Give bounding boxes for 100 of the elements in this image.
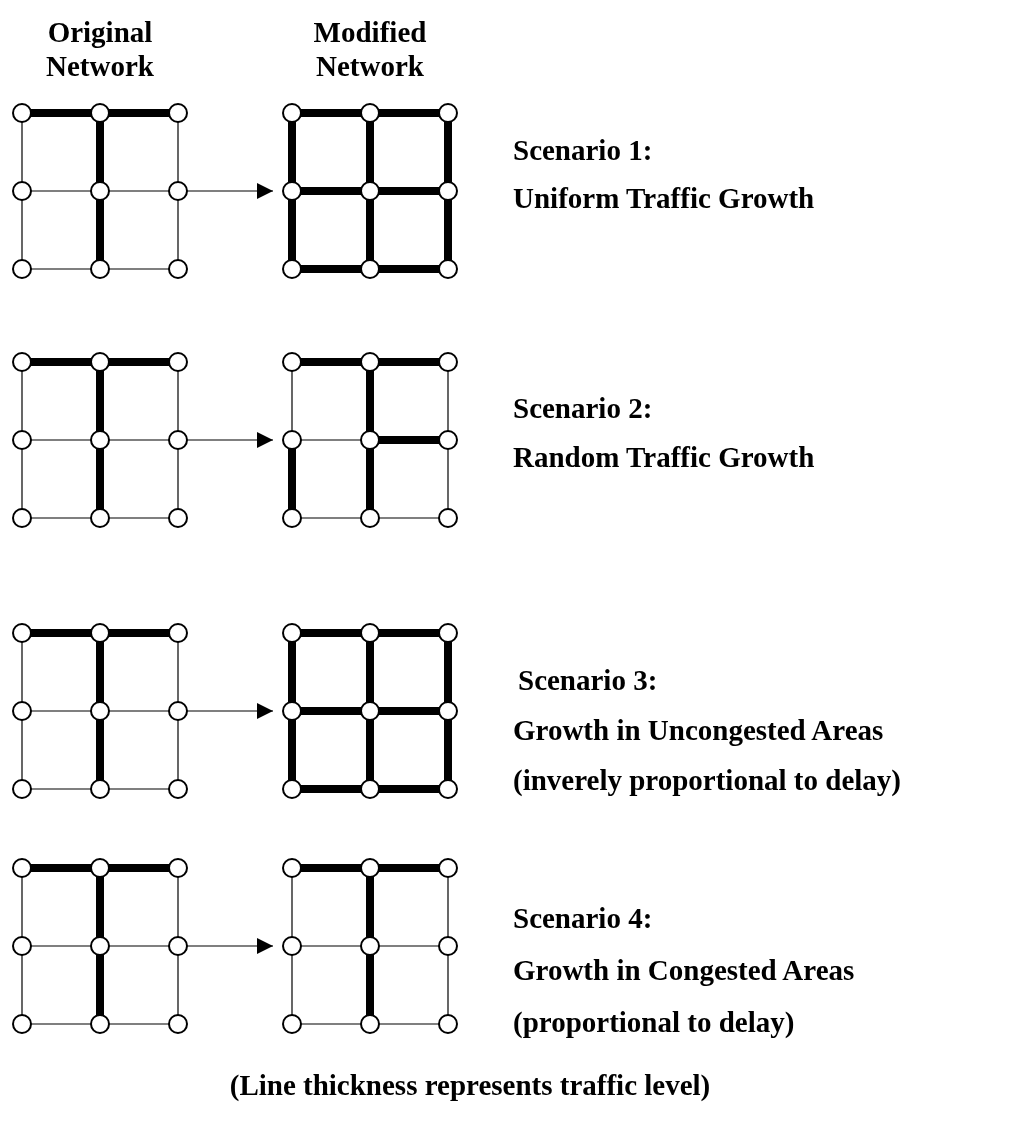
network-link: [300, 1023, 362, 1025]
network-node: [168, 1014, 188, 1034]
network-node: [438, 936, 458, 956]
network-node: [168, 181, 188, 201]
network-link: [30, 517, 92, 519]
network-link: [378, 517, 440, 519]
network-link: [30, 788, 92, 790]
network-link: [300, 517, 362, 519]
network-node: [168, 259, 188, 279]
network-link: [21, 719, 23, 781]
network-node: [90, 858, 110, 878]
network-link: [21, 641, 23, 703]
scenario-title: Scenario 3:: [518, 663, 658, 697]
network-node: [168, 701, 188, 721]
network-link: [30, 439, 92, 441]
network-node: [282, 352, 302, 372]
network-node: [438, 623, 458, 643]
network-node: [360, 623, 380, 643]
network-node: [282, 936, 302, 956]
network-node: [282, 508, 302, 528]
network-node: [282, 701, 302, 721]
network-node: [282, 858, 302, 878]
arrow: [186, 703, 274, 719]
network-node: [282, 430, 302, 450]
scenario-description: (inverely proportional to delay): [513, 763, 901, 797]
scenario-description: Random Traffic Growth: [513, 440, 815, 474]
network-node: [438, 779, 458, 799]
network-node: [438, 1014, 458, 1034]
network-link: [447, 954, 449, 1016]
network-node: [12, 701, 32, 721]
network-link: [30, 710, 92, 712]
network-link: [108, 710, 170, 712]
network-link: [291, 370, 293, 432]
network-node: [168, 430, 188, 450]
scenario-description: Growth in Congested Areas: [513, 953, 855, 987]
network-node: [438, 103, 458, 123]
column-heading: Original Network: [45, 15, 155, 83]
caption: (Line thickness represents traffic level): [228, 1068, 712, 1102]
network-node: [90, 701, 110, 721]
network-link: [177, 641, 179, 703]
network-node: [12, 352, 32, 372]
network-node: [168, 936, 188, 956]
network-node: [360, 779, 380, 799]
network-link: [21, 121, 23, 183]
network-node: [90, 779, 110, 799]
network-node: [12, 430, 32, 450]
network-node: [12, 623, 32, 643]
network-link: [177, 370, 179, 432]
network-node: [168, 508, 188, 528]
network-node: [282, 623, 302, 643]
network-node: [90, 352, 110, 372]
network-link: [108, 517, 170, 519]
column-heading: Modified Network: [312, 15, 428, 83]
network-link: [21, 370, 23, 432]
network-node: [12, 1014, 32, 1034]
network-node: [12, 508, 32, 528]
network-node: [282, 181, 302, 201]
network-node: [360, 181, 380, 201]
network-node: [12, 779, 32, 799]
network-link: [108, 268, 170, 270]
arrow: [186, 432, 274, 448]
network-link: [447, 876, 449, 938]
network-link: [21, 448, 23, 510]
network-node: [360, 508, 380, 528]
network-node: [90, 103, 110, 123]
network-link: [378, 1023, 440, 1025]
network-link: [108, 190, 170, 192]
network-node: [438, 701, 458, 721]
network-link: [108, 788, 170, 790]
network-link: [291, 954, 293, 1016]
network-node: [90, 1014, 110, 1034]
network-node: [90, 181, 110, 201]
network-node: [12, 858, 32, 878]
network-node: [168, 103, 188, 123]
arrow: [186, 938, 274, 954]
network-node: [360, 103, 380, 123]
network-node: [168, 352, 188, 372]
network-link: [177, 719, 179, 781]
network-node: [12, 103, 32, 123]
network-node: [438, 508, 458, 528]
network-node: [168, 623, 188, 643]
network-link: [108, 439, 170, 441]
network-link: [177, 876, 179, 938]
network-node: [360, 430, 380, 450]
network-link: [108, 1023, 170, 1025]
network-link: [21, 876, 23, 938]
network-node: [360, 936, 380, 956]
scenario-description: Growth in Uncongested Areas: [513, 713, 884, 747]
network-node: [90, 430, 110, 450]
network-link: [300, 439, 362, 441]
network-node: [282, 779, 302, 799]
scenario-description: (proportional to delay): [513, 1005, 795, 1039]
network-link: [447, 448, 449, 510]
network-node: [360, 259, 380, 279]
network-node: [90, 623, 110, 643]
network-link: [30, 1023, 92, 1025]
network-node: [360, 701, 380, 721]
network-link: [177, 121, 179, 183]
network-node: [12, 181, 32, 201]
arrow: [186, 183, 274, 199]
